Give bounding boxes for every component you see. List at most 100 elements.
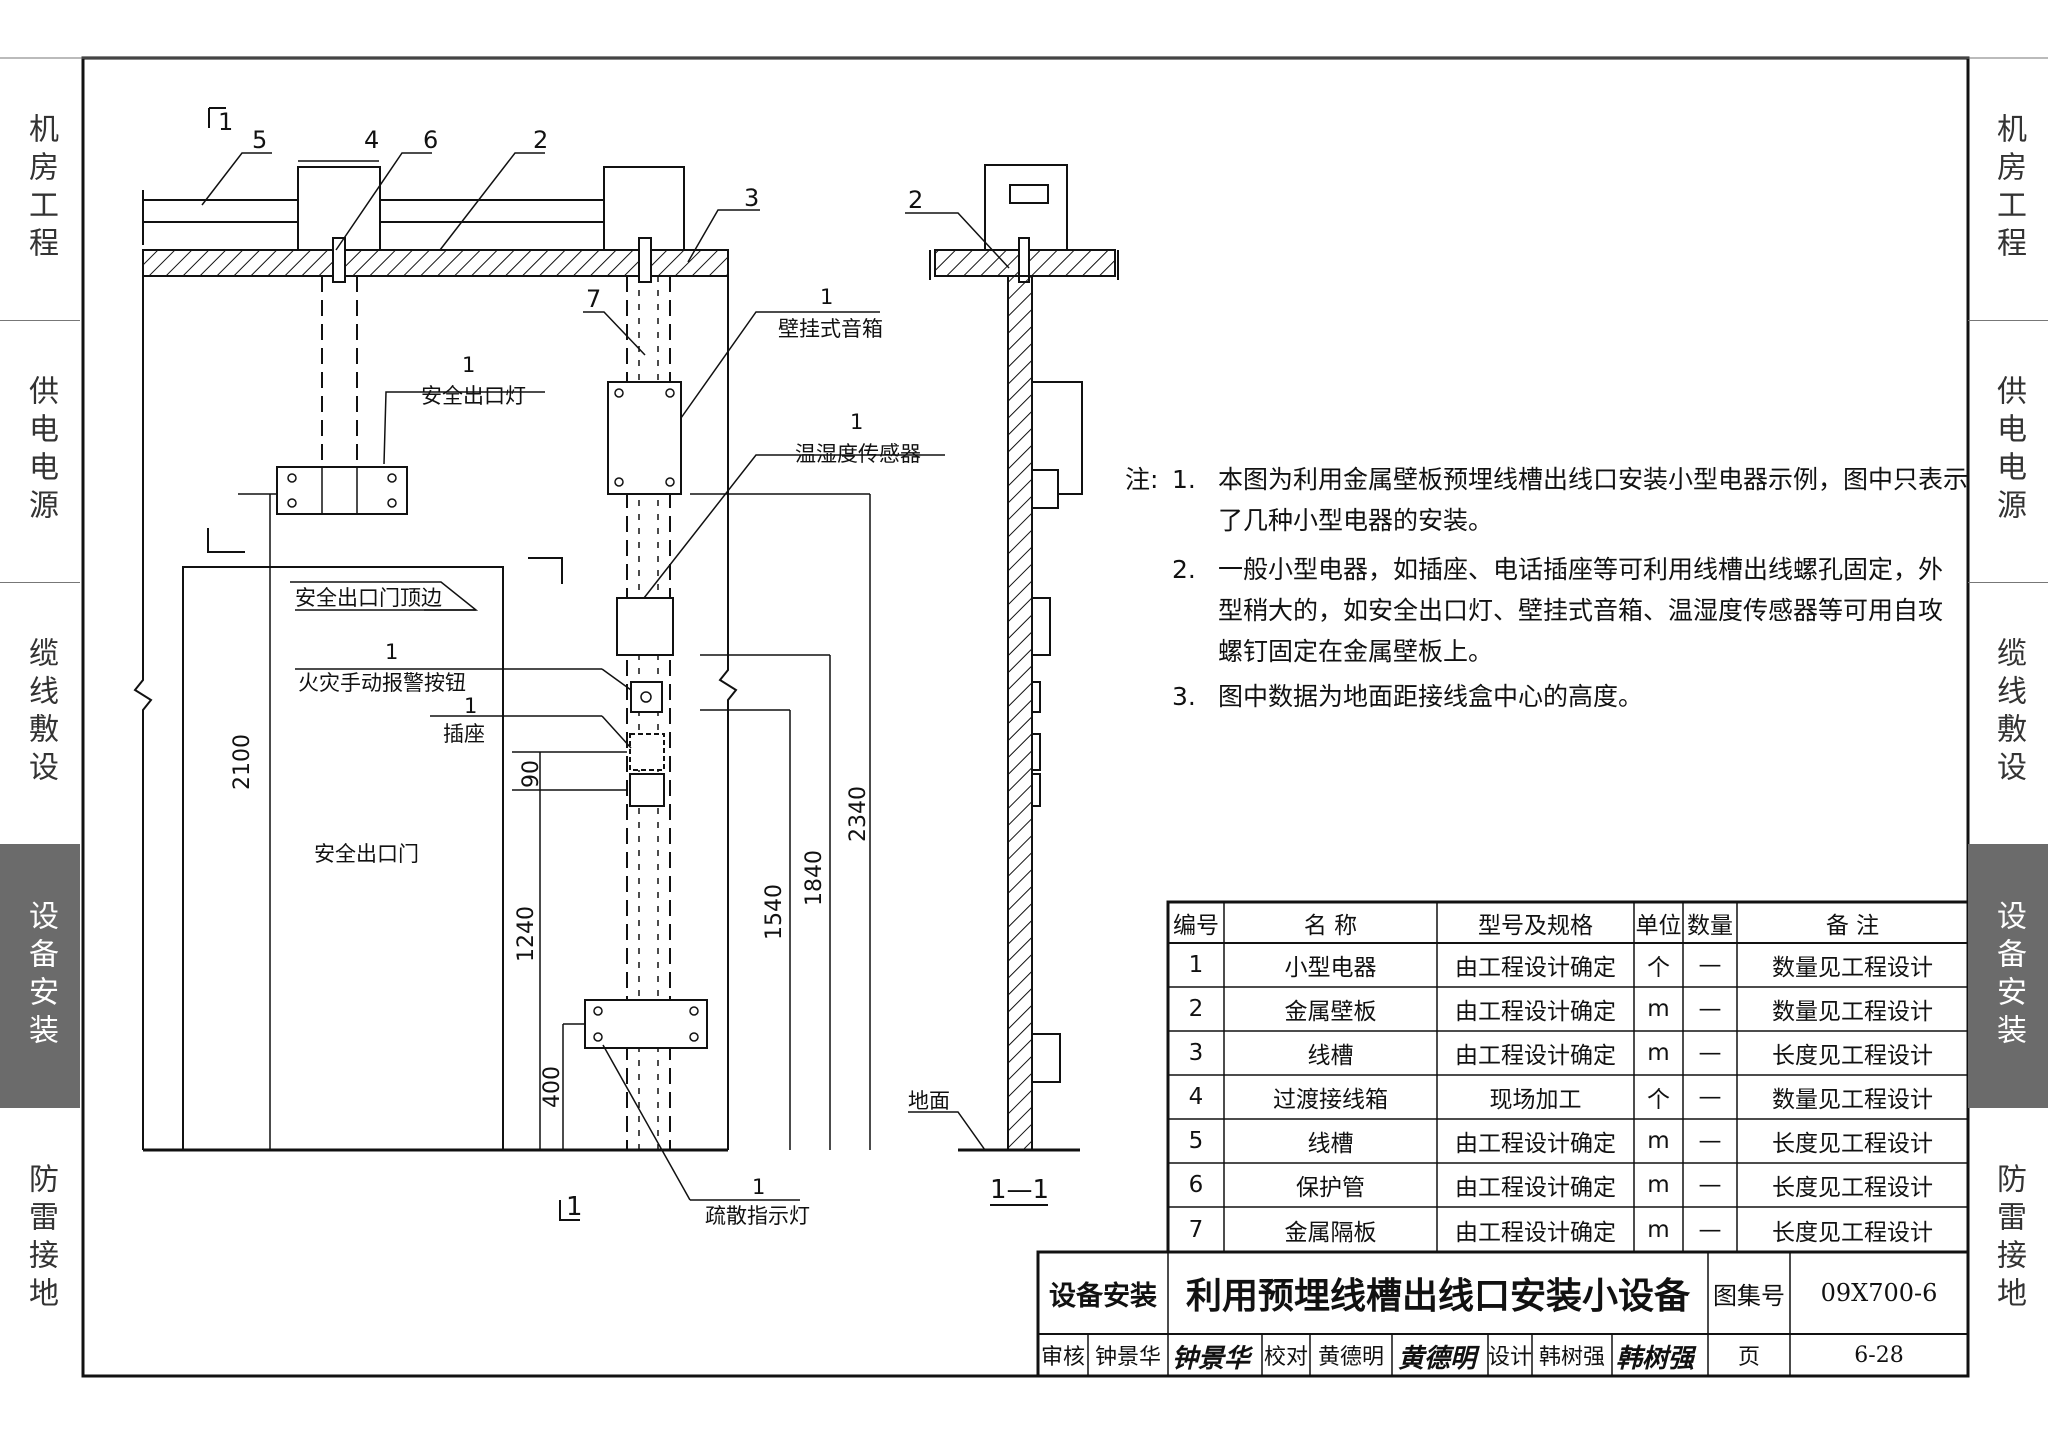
table-cell: —	[1698, 1172, 1722, 1198]
table-cell: 由工程设计确定	[1455, 955, 1616, 981]
label-speaker: 壁挂式音箱	[778, 317, 883, 341]
table-cell: —	[1698, 1040, 1722, 1066]
callout-1-exit-light: 1	[462, 353, 476, 377]
check-label: 校对	[1263, 1345, 1308, 1370]
temp-humidity-sensor	[616, 597, 674, 656]
side-tab-cabling[interactable]: 缆线敷设	[23, 637, 58, 789]
label-ground: 地面	[908, 1089, 950, 1113]
side-tab-lightning-grounding-right[interactable]: 防雷接地	[1991, 1163, 2026, 1315]
label-sensor: 温湿度传感器	[795, 442, 921, 466]
wall-speaker	[607, 381, 682, 495]
table-cell: —	[1698, 996, 1722, 1022]
callout-1-evac-light: 1	[752, 1175, 766, 1199]
label-exit-light: 安全出口灯	[421, 384, 526, 408]
callout-2: 2	[533, 126, 549, 154]
table-header-qty: 数量	[1687, 912, 1733, 939]
table-cell: 由工程设计确定	[1455, 1219, 1616, 1246]
note-3-line-1: 图中数据为地面距接线盒中心的高度。	[1218, 682, 1644, 711]
ceiling-slab	[142, 249, 729, 277]
table-cell: 过渡接线箱	[1273, 1087, 1388, 1113]
designer-signature: 韩树强	[1616, 1344, 1695, 1374]
label-evac-light: 疏散指示灯	[705, 1204, 810, 1228]
side-tab-machine-room-right[interactable]: 机房工程	[1991, 113, 2026, 265]
side-tab-lightning-grounding[interactable]: 防雷接地	[23, 1163, 58, 1315]
dim-1240: 1240	[514, 906, 539, 962]
table-cell: 2	[1188, 996, 1204, 1022]
table-cell: 长度见工程设计	[1772, 1175, 1933, 1201]
review-label: 审核	[1040, 1345, 1085, 1370]
table-cell: 5	[1188, 1128, 1204, 1154]
table-cell: m	[1647, 1216, 1670, 1243]
side-tab-equipment-install[interactable]: 设备安装	[0, 844, 80, 1108]
note-1-line-2: 了几种小型电器的安装。	[1218, 506, 1494, 535]
note-1-num: 1.	[1172, 465, 1196, 494]
label-socket: 插座	[443, 722, 485, 746]
callout-1-socket: 1	[464, 694, 478, 718]
table-header-unit: 单位	[1635, 912, 1682, 939]
exit-light	[276, 466, 408, 515]
callout-7: 7	[586, 285, 602, 313]
side-tab-equipment-install-right[interactable]: 设备安装	[1968, 844, 2048, 1108]
design-label: 设计	[1488, 1345, 1533, 1370]
reviewer-signature: 钟景华	[1172, 1344, 1251, 1374]
table-cell: 6	[1188, 1172, 1204, 1198]
callout-2-section: 2	[908, 186, 924, 214]
table-cell: —	[1698, 1128, 1722, 1154]
side-tab-cabling-right[interactable]: 缆线敷设	[1991, 637, 2026, 789]
table-cell: 小型电器	[1284, 955, 1377, 981]
callout-1-fire-button: 1	[385, 640, 399, 664]
callout-5: 5	[252, 126, 268, 154]
table-cell: 线槽	[1307, 1131, 1354, 1157]
table-cell: m	[1647, 996, 1670, 1022]
note-2-line-2: 型稍大的，如安全出口灯、壁挂式音箱、温湿度传感器等可用自攻	[1218, 596, 1944, 625]
side-tab-power-supply[interactable]: 供电电源	[23, 375, 58, 527]
section-title: 1—1	[990, 1175, 1050, 1205]
table-cell: 长度见工程设计	[1772, 1043, 1933, 1069]
table-cell: 数量见工程设计	[1772, 999, 1933, 1025]
table-cell: 数量见工程设计	[1772, 955, 1933, 981]
section-mark-bottom: 1	[566, 1192, 583, 1222]
dim-400: 400	[540, 1066, 565, 1108]
socket-lower	[629, 773, 665, 807]
dim-1540: 1540	[762, 884, 787, 940]
table-cell: 数量见工程设计	[1772, 1087, 1933, 1113]
table-cell: 1	[1188, 952, 1204, 978]
drawing-title: 利用预埋线槽出线口安装小设备	[1185, 1276, 1690, 1317]
callout-3: 3	[744, 184, 760, 212]
side-tab-machine-room[interactable]: 机房工程	[23, 113, 58, 265]
checker-name: 黄德明	[1317, 1345, 1384, 1370]
table-cell: 保护管	[1296, 1175, 1365, 1201]
fire-alarm-button	[630, 681, 663, 713]
label-exit-door: 安全出口门	[314, 842, 419, 866]
table-header-spec: 型号及规格	[1478, 912, 1593, 939]
table-cell: m	[1647, 1172, 1670, 1198]
title-category: 设备安装	[1049, 1280, 1157, 1312]
table-cell: 长度见工程设计	[1772, 1219, 1933, 1246]
note-2-line-1: 一般小型电器，如插座、电话插座等可利用线槽出线螺孔固定，外	[1218, 555, 1944, 584]
side-tab-power-supply-right[interactable]: 供电电源	[1991, 375, 2026, 527]
table-cell: 4	[1188, 1084, 1204, 1110]
table-cell: 7	[1188, 1216, 1204, 1243]
dim-2340: 2340	[846, 786, 871, 842]
notes-prefix: 注:	[1125, 465, 1159, 494]
callout-6: 6	[423, 126, 439, 154]
note-1-line-1: 本图为利用金属壁板预埋线槽出线口安装小型电器示例，图中只表示	[1218, 465, 1969, 494]
table-cell: 现场加工	[1489, 1087, 1582, 1113]
section-mark-top: 1	[218, 108, 234, 136]
page-number: 6-28	[1854, 1342, 1904, 1368]
note-2-line-3: 螺钉固定在金属壁板上。	[1218, 637, 1494, 666]
checker-signature: 黄德明	[1398, 1344, 1477, 1374]
page-label: 页	[1737, 1345, 1760, 1370]
section-wall	[1007, 275, 1033, 1151]
callout-1-sensor: 1	[850, 410, 864, 434]
table-cell: 由工程设计确定	[1455, 1043, 1616, 1069]
reviewer-name: 钟景华	[1094, 1345, 1161, 1370]
atlas-number: 09X700-6	[1820, 1279, 1938, 1307]
callout-4: 4	[364, 126, 380, 154]
table-cell: 由工程设计确定	[1455, 1131, 1616, 1157]
dim-1840: 1840	[802, 850, 827, 906]
table-cell: m	[1647, 1040, 1670, 1066]
dim-90: 90	[519, 760, 544, 788]
